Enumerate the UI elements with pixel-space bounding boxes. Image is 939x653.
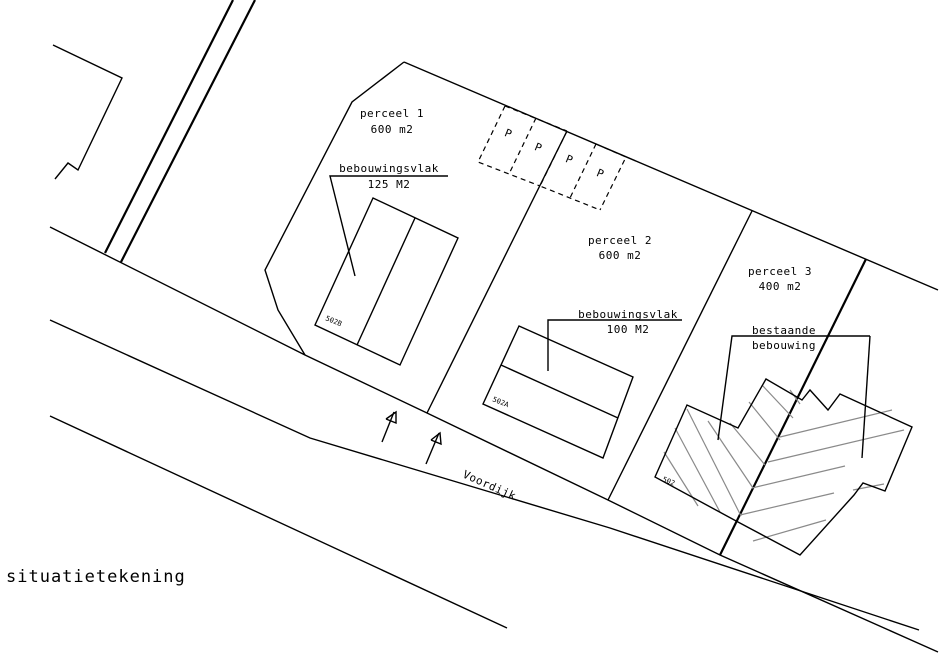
divider-plot-3-east <box>719 258 867 556</box>
plot-2-area: 600 m2 <box>599 249 642 262</box>
road-edge-middle <box>49 319 920 631</box>
ditch-line-left <box>104 0 234 254</box>
ditch-line-right <box>120 0 256 263</box>
parking-spaces <box>477 105 627 211</box>
access-arrows <box>381 410 442 465</box>
parking-label-1: P <box>503 126 514 141</box>
building-zone-502B <box>314 197 459 366</box>
neighbour-building-outline <box>52 44 123 180</box>
plot-3-name: perceel 3 <box>748 265 812 278</box>
existing-label-line1: bestaande <box>752 324 816 337</box>
zone-1-code: 502B <box>324 314 343 328</box>
leader-lines <box>329 175 871 459</box>
parking-label-2: P <box>533 140 544 155</box>
zone-2-label: bebouwingsvlak <box>578 308 678 321</box>
parking-label-3: P <box>564 152 575 167</box>
divider-plot-2-3 <box>607 210 753 501</box>
zone-2-code: 502A <box>491 395 510 409</box>
existing-label-line2: bebouwing <box>752 339 816 352</box>
zone-1-area: 125 M2 <box>368 178 411 191</box>
zone-1-label: bebouwingsvlak <box>339 162 439 175</box>
building-zone-502A <box>482 325 634 459</box>
plot-2-name: perceel 2 <box>588 234 652 247</box>
road-edge-upper <box>49 226 939 653</box>
divider-plot-1-2 <box>426 130 568 414</box>
plot-1-name: perceel 1 <box>360 107 424 120</box>
plot-1-boundary <box>264 61 405 356</box>
drawing-title: situatietekening <box>6 567 186 587</box>
existing-building-502 <box>654 378 913 556</box>
parking-label-4: P <box>595 166 606 181</box>
plot-1-area: 600 m2 <box>371 123 414 136</box>
existing-building-outline <box>654 378 913 556</box>
plots-rear-boundary <box>403 61 939 291</box>
existing-code: 502 <box>661 475 676 487</box>
zone-2-area: 100 M2 <box>607 323 650 336</box>
road-edge-lower <box>49 415 508 629</box>
plot-3-area: 400 m2 <box>759 280 802 293</box>
